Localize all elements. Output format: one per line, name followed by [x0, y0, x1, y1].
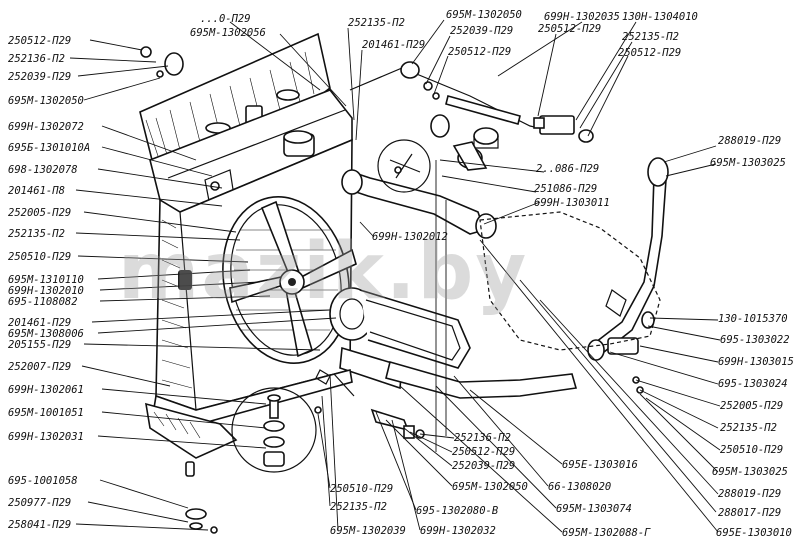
fan: [229, 200, 357, 358]
part-label: 695М-1310110: [8, 274, 84, 286]
part-label: 252135-П2: [622, 31, 679, 43]
part-label: 695М-1302039: [330, 525, 406, 537]
part-label: 695-1303024: [718, 378, 788, 390]
part-label: 252135-П2: [720, 422, 777, 434]
part-label: 695Е-1303010: [716, 527, 792, 539]
part-label: 695-1001058: [8, 475, 78, 487]
part-label: 695М-1303074: [556, 503, 632, 515]
part-label: ...0-П29: [200, 13, 251, 25]
part-label: 252135-П2: [8, 228, 65, 240]
part-label: 252007-П29: [8, 361, 71, 373]
part-label: 130-1015370: [718, 313, 788, 325]
part-label: 695М-1302056: [190, 27, 266, 39]
part-label: 695М-1302050: [8, 95, 84, 107]
part-label: 201461-П29: [362, 39, 425, 51]
part-label: 699Н-1302035: [544, 11, 620, 23]
part-label: 252039-П29: [8, 71, 71, 83]
part-label: 699Н-1302061: [8, 384, 84, 396]
part-label: 251086-П29: [534, 183, 597, 195]
part-label: 250512-П29: [618, 47, 681, 59]
part-label: 695-1302080-В: [416, 505, 498, 517]
part-label: 201461-П29: [8, 317, 71, 329]
part-label: 252039-П29: [450, 25, 513, 37]
part-label: 205155-П29: [8, 339, 71, 351]
part-label: 695М-1302050: [452, 481, 528, 493]
part-label: 695-1108082: [8, 296, 78, 308]
part-label: 695Б-1301010А: [8, 142, 90, 154]
part-label: 699Н-1302012: [372, 231, 448, 243]
part-label: 250512-П29: [538, 23, 601, 35]
part-label: 695М-1001051: [8, 407, 84, 419]
part-label: 695М-1302088-Г: [562, 527, 651, 539]
labels-middle: 2..086-П29 251086-П29 699Н-1303011 699Н-…: [372, 163, 610, 243]
part-label: 699Н-1302032: [420, 525, 496, 537]
part-label: 250512-П29: [448, 46, 511, 58]
bolt-stack: [263, 394, 285, 467]
part-label: 250510-П29: [720, 444, 783, 456]
part-label: 252039-П29: [452, 460, 515, 472]
part-label: 252005-П29: [8, 207, 71, 219]
part-label: 695М-1303025: [712, 466, 788, 478]
part-label: 252136-П2: [454, 432, 511, 444]
part-label: 2..086-П29: [536, 163, 599, 175]
lower-hose: [385, 361, 578, 399]
part-label: 252135-П2: [348, 17, 405, 29]
part-label: 250512-П29: [452, 446, 515, 458]
radiator-drawing: [139, 32, 669, 534]
part-label: 699Н-1303011: [534, 197, 610, 209]
part-label: 201461-П8: [8, 185, 65, 197]
part-label: 288019-П29: [718, 488, 781, 500]
part-label: 695Е-1303016: [562, 459, 638, 471]
part-label: 288017-П29: [718, 507, 781, 519]
bolt-detail-callout: [231, 387, 317, 473]
part-label: 699Н-1303015: [718, 356, 794, 368]
part-label: 250510-П29: [8, 251, 71, 263]
part-label: 250512-П29: [8, 35, 71, 47]
part-label: 252136-П2: [8, 53, 65, 65]
part-label: 250977-П29: [8, 497, 71, 509]
labels-right: 288019-П29 695М-1303025 130-1015370 695-…: [710, 135, 794, 539]
part-label: 698-1302078: [8, 164, 78, 176]
part-label: 695М-1302050: [446, 9, 522, 21]
leader-lines: [69, 19, 721, 533]
upper-hose: [349, 170, 486, 235]
watermark: mazik.by: [118, 227, 528, 317]
engine-outline: [479, 211, 661, 351]
part-label: 130Н-1304010: [622, 11, 698, 23]
part-label: 252005-П29: [720, 400, 783, 412]
part-label: 695М-1308006: [8, 328, 84, 340]
part-label: 695М-1303025: [710, 157, 786, 169]
clamp-detail-callout: [377, 139, 431, 193]
part-label: 250510-П29: [330, 483, 393, 495]
part-label: 699Н-1302010: [8, 285, 84, 297]
part-label: 252135-П2: [330, 501, 387, 513]
part-label: 66-1308020: [548, 481, 611, 493]
part-label: 699Н-1302031: [8, 431, 84, 443]
part-label: 695-1303022: [720, 334, 790, 346]
labels-left: 250512-П29 252136-П2 252039-П29 695М-130…: [8, 35, 90, 531]
pump-pulley-belt: [329, 287, 471, 390]
part-label: 258041-П29: [8, 519, 71, 531]
part-label: 699Н-1302072: [8, 121, 84, 133]
part-label: 288019-П29: [718, 135, 781, 147]
labels-bottom: 252136-П2 250512-П29 252039-П29 695Е-130…: [330, 432, 651, 539]
labels-top: ...0-П29 695М-1302056 252135-П2 201461-П…: [190, 9, 698, 59]
